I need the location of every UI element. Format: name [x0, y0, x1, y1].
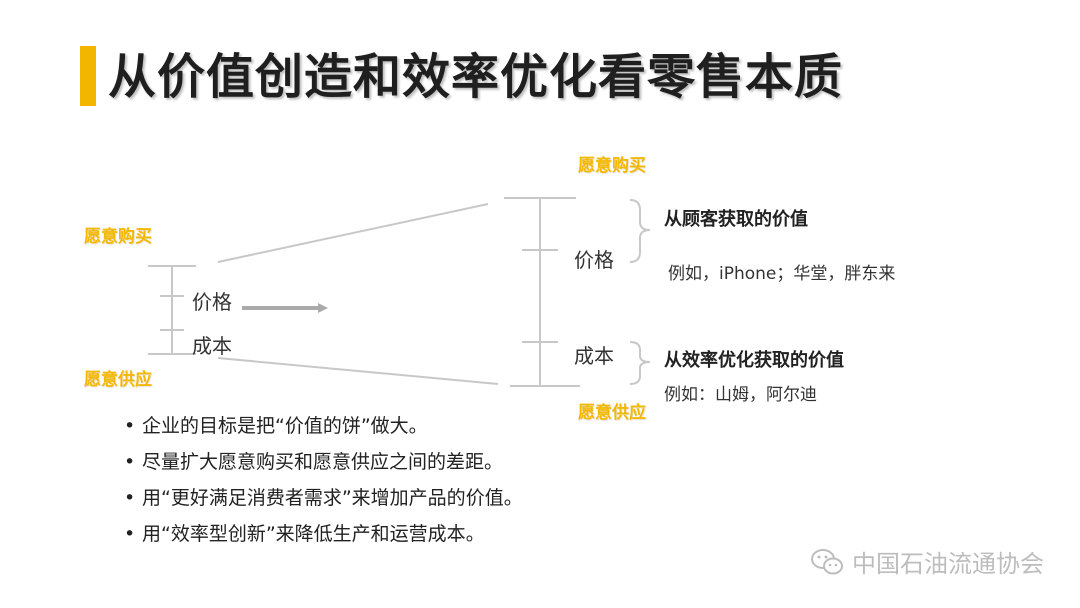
customer-value-label: 从顾客获取的价值: [664, 209, 808, 230]
brace-bottom: [629, 341, 651, 385]
efficiency-value-example: 例如：山姆，阿尔迪: [664, 385, 817, 405]
left-price-label: 价格: [192, 290, 232, 314]
wechat-icon: [811, 548, 843, 574]
page-title: 从价值创造和效率优化看零售本质: [108, 49, 844, 105]
left-willing-buy-label: 愿意购买: [84, 227, 152, 247]
right-willing-supply-label: 愿意供应: [578, 403, 646, 423]
arrow-icon: [242, 303, 328, 313]
left-cost-label: 成本: [192, 334, 232, 358]
title-accent-bar: [80, 46, 96, 106]
watermark-text: 中国石油流通协会: [852, 550, 1044, 578]
connector-top: [217, 203, 489, 263]
list-item: •尽量扩大愿意购买和愿意供应之间的差距。: [124, 451, 504, 473]
list-item: •用“效率型创新”来降低生产和运营成本。: [124, 523, 485, 545]
right-price-label: 价格: [574, 248, 614, 272]
customer-value-example: 例如，iPhone；华堂，胖东来: [668, 264, 896, 284]
right-willing-buy-label: 愿意购买: [578, 156, 646, 176]
list-item: •用“更好满足消费者需求”来增加产品的价值。: [124, 487, 523, 509]
brace-top: [629, 199, 651, 263]
bullet-list: •企业的目标是把“价值的饼”做大。 •尽量扩大愿意购买和愿意供应之间的差距。 •…: [124, 408, 523, 552]
left-willing-supply-label: 愿意供应: [84, 370, 152, 390]
list-item: •企业的目标是把“价值的饼”做大。: [124, 415, 428, 437]
connector-bottom: [217, 357, 499, 385]
efficiency-value-label: 从效率优化获取的价值: [664, 350, 844, 371]
watermark: 中国石油流通协会: [810, 544, 1044, 579]
right-cost-label: 成本: [574, 344, 614, 368]
